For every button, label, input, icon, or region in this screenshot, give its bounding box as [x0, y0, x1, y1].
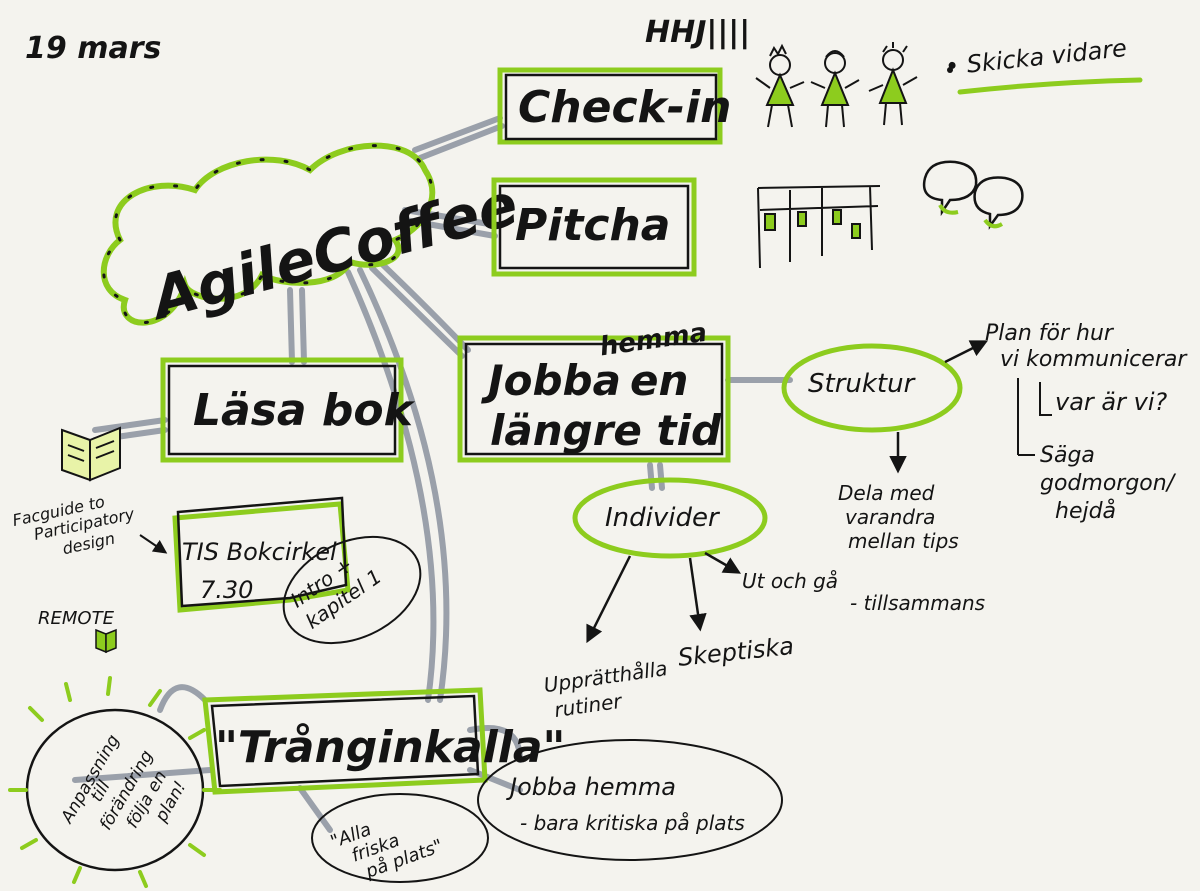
jobba-hemma-line2: - bara kritiska på plats	[520, 811, 745, 835]
anpassning-bubble	[8, 676, 222, 888]
bokcirkel-title: TIS Bokcirkel	[182, 538, 337, 566]
connector-checkin	[412, 115, 503, 153]
checkin-label: Check-in	[518, 82, 731, 133]
lasabok-label: Läsa bok	[193, 385, 416, 436]
jobba-hemma-line1: Jobba hemma	[506, 773, 676, 801]
connector-tranginkalla-2	[345, 269, 437, 703]
connector-lasabok	[287, 287, 295, 365]
jobba-box	[457, 335, 731, 463]
connector-lasabok-2	[299, 287, 307, 365]
jobba-hemma-bubble	[477, 739, 783, 861]
arrow-to-skeptiska	[688, 557, 707, 632]
bullet-dot	[947, 67, 953, 73]
checkin-box	[497, 67, 723, 145]
people-icon	[755, 42, 918, 128]
bokcirkel-bubble	[282, 535, 422, 645]
date-label: 19 mars	[25, 31, 161, 66]
book-label-arrow	[139, 534, 168, 554]
small-book-icon	[95, 628, 117, 654]
pitcha-label: Pitcha	[515, 200, 670, 251]
connectors	[72, 115, 793, 833]
remote-label: REMOTE	[38, 608, 115, 629]
struktur-label: Struktur	[808, 369, 917, 399]
connector-jobba-2	[369, 265, 465, 359]
connector-alla	[297, 785, 333, 833]
jobba-line2: längre tid	[490, 406, 722, 455]
connector-anpassning	[72, 767, 213, 783]
jobba-line1: Jobba	[481, 356, 621, 405]
connector-tranginkalla	[357, 267, 450, 703]
connector-individer-2	[657, 462, 665, 491]
arrow-to-upprathalla	[586, 555, 632, 644]
plan-line2: vi kommunicerar	[1000, 347, 1188, 372]
plan-bracket	[1017, 378, 1052, 455]
utochga-line2: - tillsammans	[850, 591, 985, 615]
saga-line2: godmorgon/	[1040, 471, 1177, 496]
tally-marks: HHJ||||	[645, 15, 750, 50]
speech-bubbles-icon	[922, 160, 1024, 230]
saga-line3: hejdå	[1055, 498, 1116, 524]
saga-line1: Säga	[1040, 443, 1095, 468]
tranginkalla-label: "Trånginkalla"	[215, 722, 565, 773]
pitcha-box	[491, 177, 697, 277]
jobba-line1-end: en	[630, 356, 688, 405]
dela-line3: mellan tips	[848, 529, 959, 553]
struktur-ellipse	[781, 343, 963, 433]
bokcirkel-time: 7.30	[200, 576, 253, 604]
lasabok-box	[160, 357, 404, 463]
dela-line1: Dela med	[838, 481, 935, 505]
agile-coffee-cloud	[100, 142, 436, 326]
connector-book-icon	[92, 417, 168, 433]
dela-line2: varandra	[845, 505, 935, 529]
var-ar-vi: var är vi?	[1055, 388, 1167, 416]
connector-pitcha	[402, 207, 498, 228]
checkin-note-underline	[957, 77, 1143, 95]
plan-line1: Plan för hur	[985, 321, 1115, 346]
individer-ellipse	[572, 477, 768, 559]
alla-friska-bubble	[311, 793, 489, 883]
arrow-to-plan	[944, 340, 989, 364]
individer-label: Individer	[605, 503, 721, 533]
connector-checkin-2	[417, 123, 505, 161]
connector-individer	[647, 462, 655, 491]
utochga-line1: Ut och gå	[742, 569, 838, 593]
connector-loop-right	[467, 725, 523, 763]
book-icon	[61, 426, 121, 482]
tranginkalla-box	[202, 687, 488, 795]
kanban-board-icon	[757, 185, 881, 269]
arrow-to-utochga	[704, 551, 742, 574]
bokcirkel-box	[172, 496, 351, 613]
connector-loop-left	[157, 684, 208, 713]
